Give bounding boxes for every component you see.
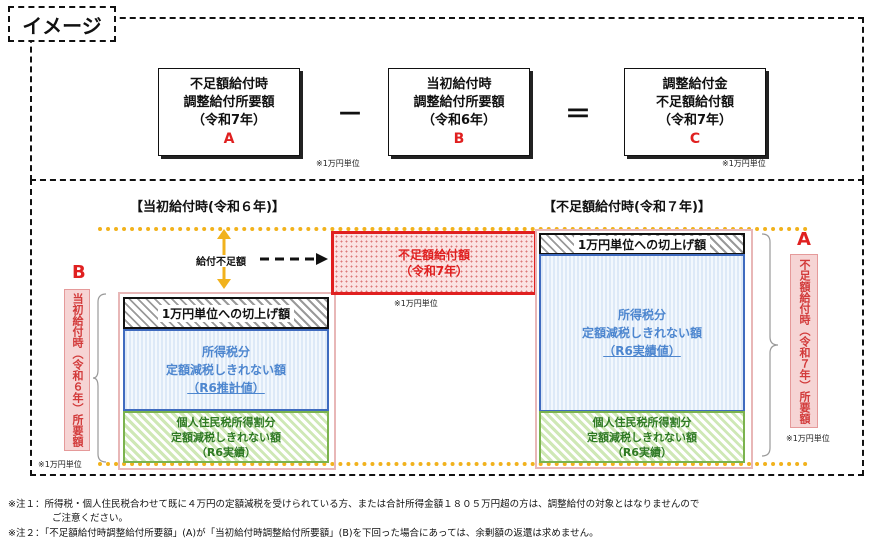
dashed-arrow <box>260 253 328 265</box>
left-vertical-label: 当初給付時（令和６年）所要額 <box>64 289 90 451</box>
left-letter-b: B <box>72 262 86 283</box>
note-1a: ※注１：所得税・個人住民税合わせて既に４万円の定額減税を受けられている方、または… <box>8 499 700 510</box>
arrow-label: 給付不足額 <box>196 257 246 268</box>
right-heading: 【不足額給付時(令和７年)】 <box>543 200 711 215</box>
right-income-tax-line2: 定額減税しきれない額 <box>581 326 702 340</box>
box-c-line3: （令和7年） <box>657 113 733 128</box>
right-vertical-label: 不足額給付時（令和７年）所要額 <box>790 254 818 428</box>
right-letter-a: A <box>797 229 811 250</box>
box-b-line1: 当初給付時 <box>426 77 492 92</box>
double-arrow <box>217 229 231 289</box>
left-income-tax-line2: 定額減税しきれない額 <box>165 363 286 377</box>
image-tag: イメージ <box>8 6 116 42</box>
right-stack-outline <box>535 229 753 469</box>
right-round-up-label: 1万円単位への切上げ額 <box>573 235 711 253</box>
left-income-tax-line3: （R6推計値） <box>187 381 265 395</box>
unit-note-b: ※1万円単位 <box>316 159 360 168</box>
note-1b: ご注意ください。 <box>52 513 129 524</box>
box-c-line2: 不足額給付額 <box>655 95 734 110</box>
bottom-guide-line <box>98 462 808 466</box>
left-income-tax: 所得税分 定額減税しきれない額 （R6推計値） <box>123 329 329 411</box>
left-resident-tax-line3: （R6実績） <box>195 445 257 459</box>
shortfall-box: 不足額給付額 （令和7年） <box>331 231 537 295</box>
box-a-line2: 調整給付所要額 <box>183 95 275 110</box>
right-resident-tax-line3: （R6実績） <box>611 445 673 459</box>
right-resident-tax-line1: 個人住民税所得割分 <box>592 415 692 429</box>
left-round-up-label: 1万円単位への切上げ額 <box>157 304 295 322</box>
left-income-tax-line1: 所得税分 <box>201 345 250 359</box>
right-income-tax: 所得税分 定額減税しきれない額 （R6実績値） <box>539 254 745 412</box>
box-a-line1: 不足額給付時 <box>189 77 268 92</box>
left-round-up: 1万円単位への切上げ額 <box>123 297 329 329</box>
box-a-line3: （令和7年） <box>191 113 267 128</box>
shortfall-box-line1: 不足額給付額 <box>397 248 470 262</box>
unit-note-c: ※1万円単位 <box>722 159 766 168</box>
box-b-letter: B <box>453 131 465 147</box>
minus-sign: － <box>337 100 364 130</box>
box-b: 当初給付時 調整給付所要額 （令和6年） B <box>388 68 530 156</box>
box-a: 不足額給付時 調整給付所要額 （令和7年） A <box>158 68 300 156</box>
left-brace <box>92 293 107 463</box>
equals-sign: ＝ <box>565 100 592 130</box>
middle-unit-note: ※1万円単位 <box>394 299 438 308</box>
left-resident-tax-line1: 個人住民税所得割分 <box>176 415 276 429</box>
diagram-frame <box>30 179 864 476</box>
box-c-letter: C <box>689 131 701 147</box>
box-c-line1: 調整給付金 <box>662 77 728 92</box>
left-resident-tax-line2: 定額減税しきれない額 <box>171 430 281 444</box>
right-brace <box>761 233 779 457</box>
box-b-line3: （令和6年） <box>421 113 497 128</box>
left-unit-note: ※1万円単位 <box>38 460 82 469</box>
right-unit-note: ※1万円単位 <box>786 434 830 443</box>
right-income-tax-line3: （R6実績値） <box>603 344 681 358</box>
note-2: ※注２：「不足額給付時調整給付所要額」(A)が「当初給付時調整給付所要額」(B)… <box>8 528 599 539</box>
top-guide-line <box>98 227 808 231</box>
left-stack-outline <box>118 292 336 470</box>
box-a-letter: A <box>223 131 235 147</box>
left-heading: 【当初給付時(令和６年)】 <box>130 200 285 215</box>
right-income-tax-line1: 所得税分 <box>617 308 666 322</box>
shortfall-box-line2: （令和7年） <box>399 264 469 278</box>
right-resident-tax: 個人住民税所得割分 定額減税しきれない額 （R6実績） <box>539 411 745 463</box>
right-round-up: 1万円単位への切上げ額 <box>539 233 745 255</box>
box-c: 調整給付金 不足額給付額 （令和7年） C <box>624 68 766 156</box>
right-resident-tax-line2: 定額減税しきれない額 <box>587 430 697 444</box>
equation-frame <box>30 17 864 181</box>
left-resident-tax: 個人住民税所得割分 定額減税しきれない額 （R6実績） <box>123 411 329 463</box>
box-b-line2: 調整給付所要額 <box>413 95 505 110</box>
